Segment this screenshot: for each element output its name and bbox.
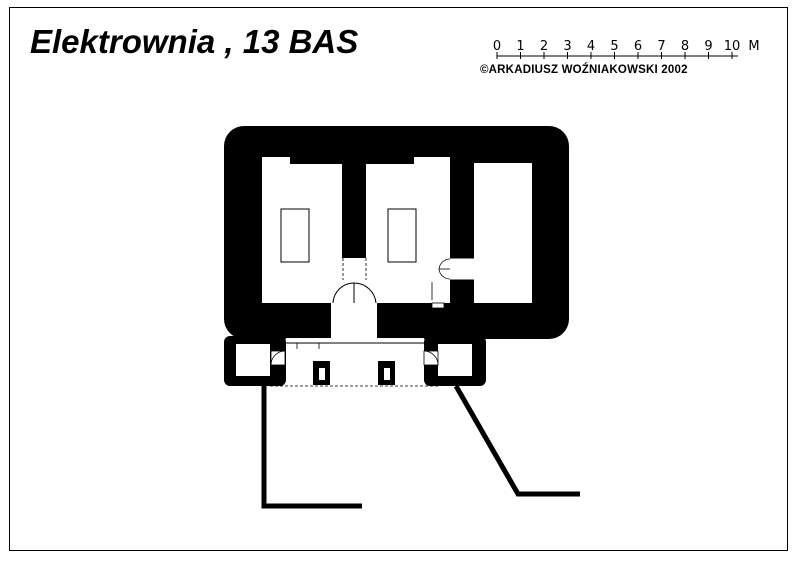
entrance-hall (286, 338, 424, 386)
room-left-niche (290, 157, 342, 164)
scale-label: 9 (704, 39, 712, 54)
scale-label: 7 (657, 39, 665, 54)
door-right-guard (423, 350, 439, 366)
equipment-pad-center (387, 208, 417, 263)
side-passage (450, 258, 474, 280)
scale-label: 0 (493, 39, 501, 54)
scale-unit-label: M (748, 39, 759, 54)
room-right (474, 163, 532, 303)
door-left-guard (270, 350, 286, 366)
guard-room-left (236, 344, 270, 376)
scale-label: 1 (516, 39, 524, 54)
scale-label: 2 (540, 39, 548, 54)
equipment-pad-left (280, 208, 310, 263)
entrance-passage (331, 303, 377, 338)
scale-label: 6 (634, 39, 642, 54)
approach-wall-left (261, 386, 362, 509)
guard-room-right (438, 344, 472, 376)
room-center-niche (366, 157, 414, 164)
scale-label: 4 (587, 39, 595, 54)
scale-ticks (496, 52, 733, 59)
side-door-symbol (438, 258, 451, 280)
entrance-wing (224, 336, 486, 387)
drawing-title: Elektrownia , 13 BAS (30, 23, 359, 60)
scale-label: 5 (610, 39, 618, 54)
scale-label: 3 (563, 39, 571, 54)
approach-wall-right (453, 384, 580, 497)
double-door-symbol (332, 282, 377, 304)
copyright-note: ©ARKADIUSZ WOŹNIAKOWSKI 2002 (480, 64, 688, 76)
scale-label: 8 (681, 39, 689, 54)
scale-label: 10 (724, 39, 741, 54)
drawing-frame (9, 7, 788, 551)
